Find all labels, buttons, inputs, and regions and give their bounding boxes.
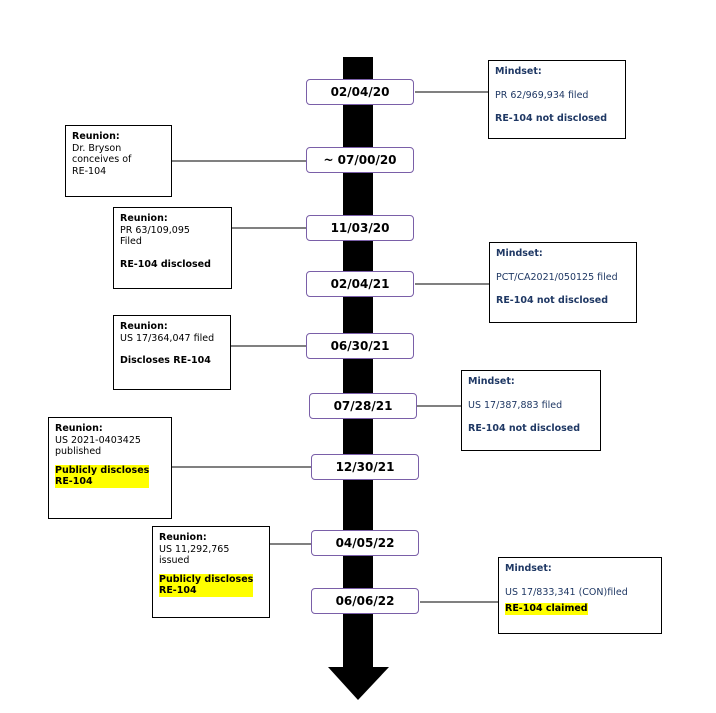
note-body: US 17/387,883 filed (468, 399, 563, 411)
note-heading: Mindset: (495, 66, 542, 77)
note-heading: Mindset: (468, 376, 515, 387)
note-heading: Reunion: (159, 532, 207, 543)
note-body: PR 62/969,934 filed (495, 89, 589, 101)
date-box-5: 06/30/21 (306, 333, 414, 359)
reunion-note-1: Reunion: Dr. Bryson conceives of RE-104 (65, 125, 172, 197)
reunion-note-2: Reunion: PR 63/109,095 Filed RE-104 disc… (113, 207, 232, 289)
mindset-note-3: Mindset: US 17/387,883 filed RE-104 not … (461, 370, 601, 451)
note-heading: Mindset: (505, 563, 552, 574)
date-box-1: 02/04/20 (306, 79, 414, 105)
note-body: PCT/CA2021/050125 filed (496, 271, 618, 283)
note-highlight: RE-104 claimed (505, 603, 588, 615)
reunion-note-5: Reunion: US 11,292,765 issued Publicly d… (152, 526, 270, 618)
note-body: Dr. Bryson conceives of RE-104 (72, 142, 132, 177)
note-highlight: Publicly discloses RE-104 (55, 464, 150, 488)
note-body: US 2021-0403425 published (55, 434, 141, 458)
note-heading: Mindset: (496, 248, 543, 259)
note-body: PR 63/109,095 Filed (120, 224, 190, 248)
timeline-arrow-head (328, 667, 389, 700)
note-body: US 11,292,765 issued (159, 543, 230, 567)
note-status: Discloses RE-104 (120, 355, 211, 367)
note-status: RE-104 not disclosed (495, 113, 608, 125)
mindset-note-1: Mindset: PR 62/969,934 filed RE-104 not … (488, 60, 626, 139)
note-body: US 17/833,341 (CON)filed (505, 586, 628, 598)
note-status: RE-104 disclosed (120, 258, 211, 270)
note-body: US 17/364,047 filed (120, 332, 215, 344)
reunion-note-3: Reunion: US 17/364,047 filed Discloses R… (113, 315, 231, 390)
note-heading: Reunion: (72, 131, 120, 142)
note-heading: Reunion: (55, 423, 103, 434)
note-heading: Reunion: (120, 321, 168, 332)
mindset-note-2: Mindset: PCT/CA2021/050125 filed RE-104 … (489, 242, 637, 323)
note-highlight: Publicly discloses RE-104 (159, 573, 254, 597)
date-box-9: 06/06/22 (311, 588, 419, 614)
date-box-4: 02/04/21 (306, 271, 414, 297)
date-box-7: 12/30/21 (311, 454, 419, 480)
mindset-note-4: Mindset: US 17/833,341 (CON)filed RE-104… (498, 557, 662, 634)
date-box-6: 07/28/21 (309, 393, 417, 419)
date-box-2: ~ 07/00/20 (306, 147, 414, 173)
note-status: RE-104 not disclosed (496, 295, 609, 307)
connector-lines (172, 91, 498, 603)
reunion-note-4: Reunion: US 2021-0403425 published Publi… (48, 417, 172, 519)
note-status: RE-104 not disclosed (468, 423, 581, 435)
date-box-3: 11/03/20 (306, 215, 414, 241)
note-heading: Reunion: (120, 213, 168, 224)
date-box-8: 04/05/22 (311, 530, 419, 556)
